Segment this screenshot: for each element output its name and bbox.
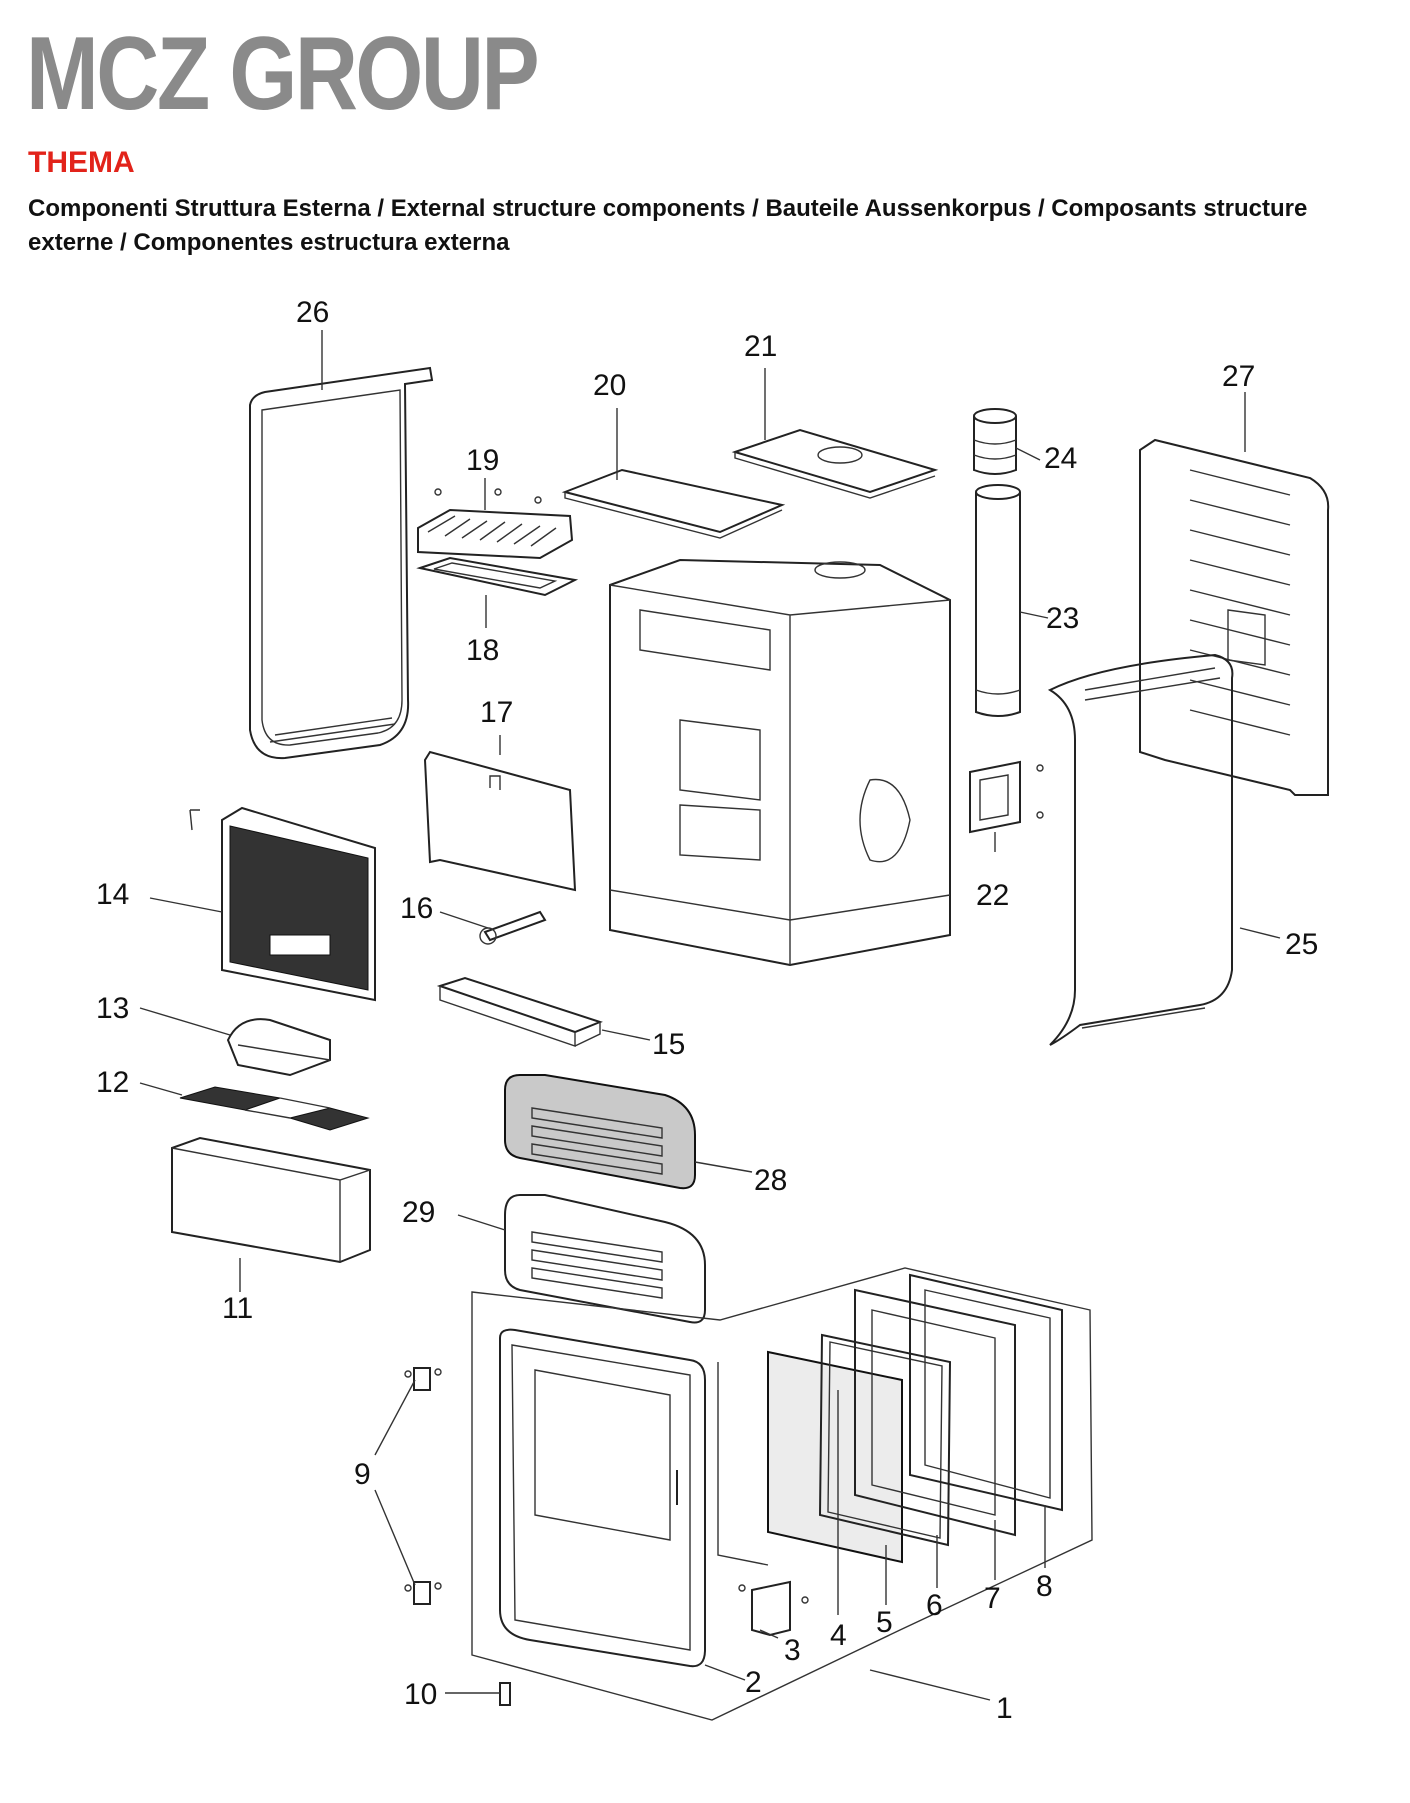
label-11: 11 bbox=[222, 1292, 253, 1325]
part-9-hinge-top bbox=[404, 1367, 442, 1391]
part-21-top-plate bbox=[731, 428, 939, 499]
part-16-pin bbox=[479, 910, 547, 945]
label-14: 14 bbox=[96, 878, 129, 911]
label-19: 19 bbox=[466, 444, 499, 477]
label-4: 4 bbox=[830, 1619, 847, 1652]
part-26-side-panel bbox=[249, 366, 434, 760]
label-23: 23 bbox=[1046, 602, 1079, 635]
part-22-bracket bbox=[969, 760, 1044, 834]
part-28-vent-grille bbox=[504, 1074, 696, 1190]
part-29-vent-grille bbox=[504, 1194, 706, 1324]
diagram-subtitle: Componenti Struttura Esterna / External … bbox=[28, 195, 1308, 256]
brand-logo: MCZ GROUP bbox=[26, 16, 540, 132]
part-25-side-panel bbox=[1047, 653, 1234, 1046]
label-9: 9 bbox=[354, 1458, 371, 1491]
part-1-door-assembly bbox=[471, 1267, 1093, 1721]
part-27-rear-panel bbox=[1139, 438, 1330, 796]
part-17-panel bbox=[423, 750, 577, 892]
label-17: 17 bbox=[480, 696, 513, 729]
label-13: 13 bbox=[96, 992, 129, 1025]
main-stove-structure bbox=[609, 558, 951, 967]
label-15: 15 bbox=[652, 1028, 685, 1061]
part-3-latch bbox=[738, 1580, 809, 1637]
label-20: 20 bbox=[593, 369, 626, 402]
part-5-gasket-line bbox=[717, 1362, 769, 1566]
label-25: 25 bbox=[1285, 928, 1318, 961]
label-12: 12 bbox=[96, 1066, 129, 1099]
part-14-front-grille bbox=[189, 806, 376, 1002]
part-13-bracket bbox=[226, 1018, 331, 1077]
model-name: THEMA bbox=[28, 146, 135, 179]
leader-lines bbox=[139, 330, 1281, 1701]
label-16: 16 bbox=[400, 892, 433, 925]
part-18-gasket-frame bbox=[416, 556, 579, 597]
part-10-small-pin bbox=[499, 1682, 511, 1706]
label-8: 8 bbox=[1036, 1570, 1053, 1603]
label-28: 28 bbox=[754, 1164, 787, 1197]
label-7: 7 bbox=[984, 1582, 1001, 1615]
part-2-door bbox=[499, 1328, 706, 1668]
part-12-mesh-screens bbox=[179, 1086, 370, 1131]
part-23-pipe bbox=[975, 484, 1021, 717]
label-2: 2 bbox=[745, 1666, 762, 1699]
label-27: 27 bbox=[1222, 360, 1255, 393]
part-8-outer-frame bbox=[909, 1273, 1063, 1512]
label-18: 18 bbox=[466, 634, 499, 667]
label-5: 5 bbox=[876, 1606, 893, 1639]
label-1: 1 bbox=[996, 1692, 1013, 1725]
part-11-box-tray bbox=[171, 1136, 371, 1264]
label-6: 6 bbox=[926, 1589, 943, 1622]
label-21: 21 bbox=[744, 330, 777, 363]
label-24: 24 bbox=[1044, 442, 1077, 475]
part-20-top-cover bbox=[561, 468, 786, 539]
part-labels: 26 19 18 20 21 24 23 27 22 25 17 16 15 1… bbox=[96, 296, 1318, 1725]
part-6-gasket bbox=[818, 1333, 952, 1547]
label-29: 29 bbox=[402, 1196, 435, 1229]
part-24-chimney-collar bbox=[973, 408, 1017, 475]
label-3: 3 bbox=[784, 1634, 801, 1667]
part-4-glass bbox=[767, 1350, 903, 1564]
part-7-inner-frame bbox=[854, 1288, 1016, 1537]
part-15-strip bbox=[436, 976, 603, 1047]
part-9-hinge-bottom bbox=[404, 1581, 442, 1605]
label-26: 26 bbox=[296, 296, 329, 329]
label-10: 10 bbox=[404, 1678, 437, 1711]
label-22: 22 bbox=[976, 879, 1009, 912]
part-19-top-grille bbox=[417, 488, 574, 560]
